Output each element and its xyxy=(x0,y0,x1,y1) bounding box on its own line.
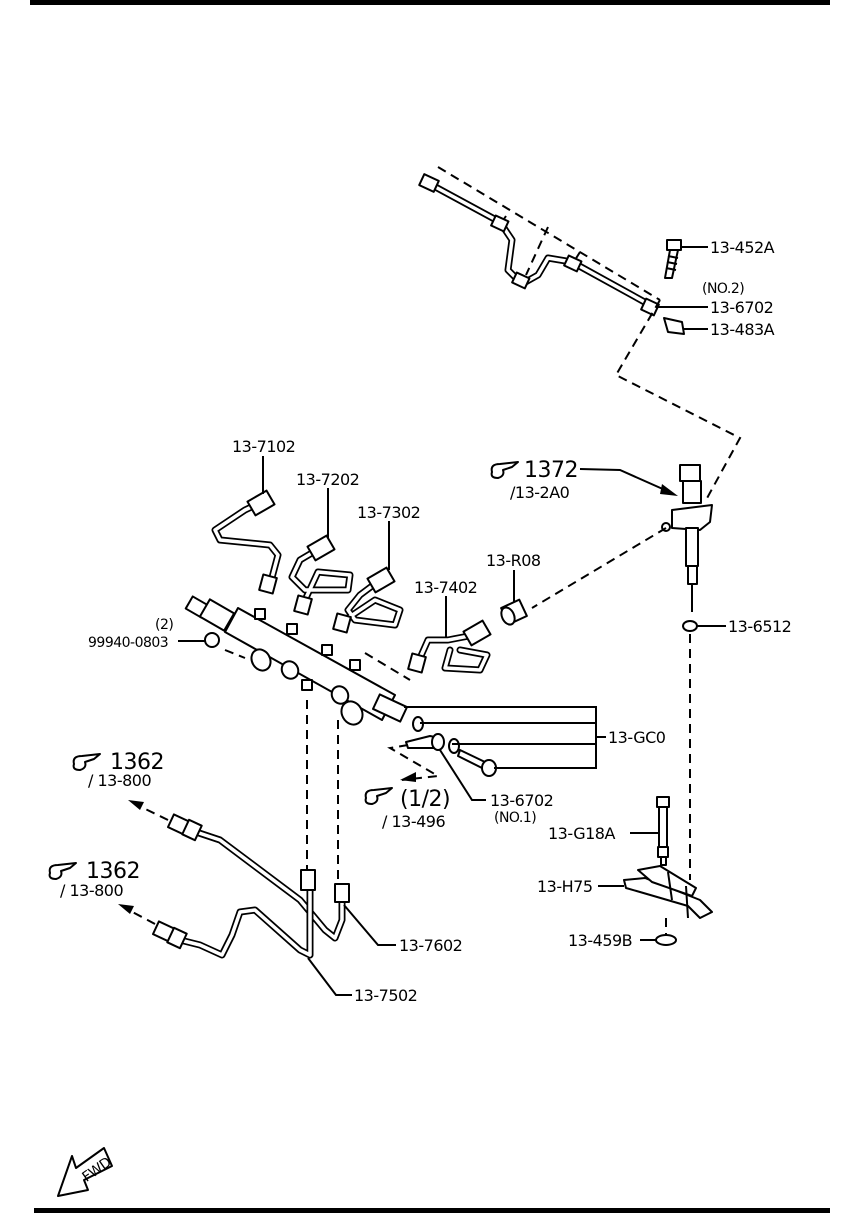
callout-13-483A[interactable]: 13-483A xyxy=(710,320,775,339)
callout-13-7502[interactable]: 13-7502 xyxy=(354,986,418,1005)
connector-13-R08[interactable] xyxy=(499,570,528,627)
top-border xyxy=(30,0,830,5)
pointing-hand-icon xyxy=(364,787,393,805)
fuel-pipe-13-7602[interactable] xyxy=(166,813,350,942)
callout-note-no1: (NO.1) xyxy=(494,810,536,826)
common-rail[interactable] xyxy=(184,595,408,728)
ref-1362-upper-sub[interactable]: / 13-800 xyxy=(88,771,152,790)
ref-1-2-sub[interactable]: / 13-496 xyxy=(382,812,446,831)
ref-1362-upper-figure[interactable]: 1362 xyxy=(110,750,165,775)
pointing-hand-icon xyxy=(72,753,101,771)
reference-1362-lower[interactable]: 1362 / 13-800 xyxy=(48,859,141,900)
ref-1362-lower-sub[interactable]: / 13-800 xyxy=(60,881,124,900)
callout-13-6702-no2[interactable]: 13-6702 xyxy=(710,298,774,317)
fuel-pipe-13-7502[interactable] xyxy=(151,869,316,959)
injection-pipe-13-7202[interactable] xyxy=(288,534,354,616)
banjo-kit-13-GC0[interactable] xyxy=(405,716,497,777)
gasket-13-6512[interactable] xyxy=(682,620,698,632)
callout-13-7102[interactable]: 13-7102 xyxy=(232,437,296,456)
ref-1362-lower-figure[interactable]: 1362 xyxy=(86,859,141,884)
pointing-hand-icon xyxy=(48,862,77,880)
arrowhead xyxy=(400,772,416,782)
reference-1362-upper[interactable]: 1362 / 13-800 xyxy=(72,750,165,790)
callout-13-7602[interactable]: 13-7602 xyxy=(399,936,463,955)
bottom-border xyxy=(34,1208,830,1213)
arrowhead xyxy=(660,484,678,496)
ref-1-2-figure[interactable]: (1/2) xyxy=(400,787,451,812)
injection-pipe-13-7102[interactable] xyxy=(211,489,282,595)
callout-13-7302[interactable]: 13-7302 xyxy=(357,503,421,522)
reference-1-2[interactable]: (1/2) / 13-496 xyxy=(364,787,451,831)
callout-13-459B[interactable]: 13-459B xyxy=(568,931,633,950)
bolt-13-452A[interactable] xyxy=(664,239,682,279)
callout-13-7202[interactable]: 13-7202 xyxy=(296,470,360,489)
leak-off-pipe-assembly[interactable] xyxy=(418,166,661,317)
reference-1372[interactable]: 1372 /13-2A0 xyxy=(490,458,579,502)
injection-pipe-13-7402[interactable] xyxy=(407,619,492,674)
callout-13-452A[interactable]: 13-452A xyxy=(710,238,775,257)
callout-note-no2: (NO.2) xyxy=(702,281,744,297)
ref-1372-figure[interactable]: 1372 xyxy=(524,458,579,483)
callout-13-H75[interactable]: 13-H75 xyxy=(537,877,593,896)
callout-99940-0803[interactable]: 99940-0803 xyxy=(88,635,169,651)
arrowhead xyxy=(118,904,134,914)
stud-13-G18A[interactable] xyxy=(656,796,670,866)
callout-13-R08[interactable]: 13-R08 xyxy=(486,551,541,570)
plug-99940-0803[interactable] xyxy=(204,632,220,648)
clip-13-483A[interactable] xyxy=(663,317,685,335)
ref-1372-sub[interactable]: /13-2A0 xyxy=(510,483,570,502)
washer-13-459B[interactable] xyxy=(655,934,677,946)
pointing-hand-icon xyxy=(490,461,519,479)
callout-13-GC0[interactable]: 13-GC0 xyxy=(608,728,666,747)
callout-13-G18A[interactable]: 13-G18A xyxy=(548,824,616,843)
callout-13-7402[interactable]: 13-7402 xyxy=(414,578,478,597)
callout-qty-2: (2) xyxy=(155,617,173,633)
injection-pipe-13-7302[interactable] xyxy=(332,566,404,634)
fuel-injector[interactable] xyxy=(661,464,713,612)
callout-13-6512[interactable]: 13-6512 xyxy=(728,617,792,636)
arrowhead xyxy=(128,800,144,810)
clamp-13-H75[interactable] xyxy=(623,865,713,919)
forward-arrow-icon: FWD xyxy=(57,1147,114,1197)
callout-13-6702-no1[interactable]: 13-6702 xyxy=(490,791,554,810)
